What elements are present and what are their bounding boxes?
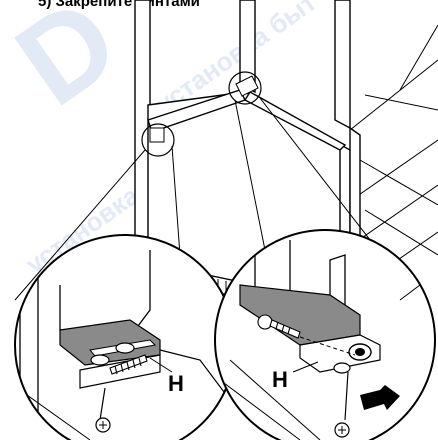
label-h-right: H: [272, 367, 288, 392]
detail-marker-right: [228, 71, 262, 105]
cabinet: [134, 0, 361, 301]
step-heading: 5) Закрепите винтами: [38, 0, 200, 10]
label-h-left: H: [168, 371, 184, 396]
detail-circle-right: [214, 229, 436, 440]
arrow-icon: [360, 385, 400, 410]
detail-marker-left: [141, 123, 175, 157]
detail-view-left: [15, 235, 235, 440]
detail-view-right: [215, 230, 435, 440]
